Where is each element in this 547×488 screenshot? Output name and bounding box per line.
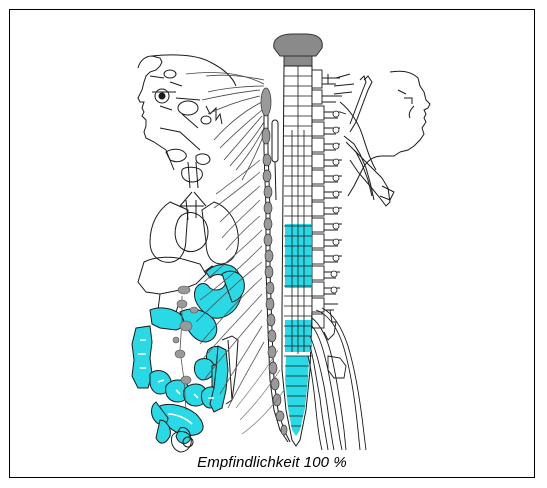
cranial-nerve-fibers bbox=[186, 72, 264, 180]
lower-visceral-fibers bbox=[236, 350, 284, 434]
autonomic-nervous-system-diagram bbox=[10, 10, 536, 479]
right-nerve-branches bbox=[328, 74, 394, 206]
right-head-outline bbox=[348, 71, 430, 196]
figure-frame: Empfindlichkeit 100 % bbox=[9, 9, 535, 478]
vertebral-column bbox=[312, 70, 324, 328]
brainstem-cap bbox=[274, 34, 323, 66]
cauda-equina bbox=[308, 308, 366, 450]
figure-caption: Empfindlichkeit 100 % bbox=[10, 454, 534, 471]
colon-highlight bbox=[132, 326, 152, 388]
upper-left-organs bbox=[150, 76, 222, 124]
vagus-nerve bbox=[272, 120, 278, 200]
heart-and-lungs bbox=[150, 162, 238, 264]
spinal-root-ganglia bbox=[331, 111, 339, 293]
left-head-outline bbox=[138, 55, 236, 170]
